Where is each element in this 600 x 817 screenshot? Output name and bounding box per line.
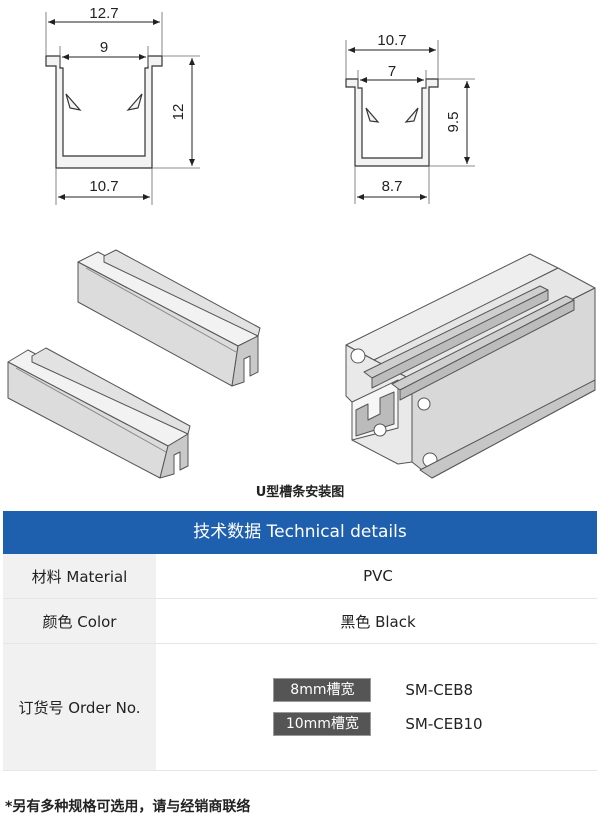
material-label: 材料 Material — [3, 554, 156, 598]
table-row-material: 材料 Material PVC — [3, 554, 597, 599]
table-row-color: 颜色 Color 黑色 Black — [3, 599, 597, 644]
footnote: *另有多种规格可选用，请与经销商联络 — [5, 799, 251, 815]
order-code: SM-CEB10 — [405, 715, 483, 733]
order-item: 10mm槽宽 SM-CEB10 — [273, 712, 483, 736]
slot-width-badge: 10mm槽宽 — [273, 712, 372, 736]
technical-drawings: 12.7 9 10.7 12 10.7 7 8.7 9.5 — [7, 5, 596, 479]
order-item: 8mm槽宽 SM-CEB8 — [273, 678, 482, 702]
profile-section-right — [345, 78, 439, 167]
slot-width-badge: 8mm槽宽 — [273, 678, 372, 702]
dim-left-height: 12 — [170, 104, 187, 121]
material-value: PVC — [156, 554, 597, 598]
dim-left-bottom: 10.7 — [89, 178, 118, 195]
table-header: 技术数据 Technical details — [3, 511, 597, 554]
u-strip-3d-upper — [77, 249, 261, 387]
dim-right-height: 9.5 — [445, 112, 462, 133]
color-value: 黑色 Black — [156, 599, 597, 643]
u-strip-3d-lower — [7, 347, 191, 479]
dim-right-inner: 7 — [388, 63, 396, 80]
order-values: 8mm槽宽 SM-CEB8 10mm槽宽 SM-CEB10 — [156, 644, 597, 770]
color-label: 颜色 Color — [3, 599, 156, 643]
profile-section-left — [45, 55, 163, 169]
dim-right-bottom: 8.7 — [382, 178, 403, 195]
aluminium-profile-assembly — [345, 253, 596, 479]
order-code: SM-CEB8 — [405, 681, 474, 699]
technical-details-table: 技术数据 Technical details 材料 Material PVC 颜… — [3, 511, 597, 771]
order-label: 订货号 Order No. — [3, 644, 156, 770]
dim-left-inner: 9 — [100, 39, 108, 56]
table-row-order: 订货号 Order No. 8mm槽宽 SM-CEB8 10mm槽宽 SM-CE… — [3, 644, 597, 771]
dim-right-top: 10.7 — [377, 32, 406, 49]
dim-left-top: 12.7 — [89, 5, 118, 22]
install-caption: U型槽条安装图 — [255, 485, 345, 500]
